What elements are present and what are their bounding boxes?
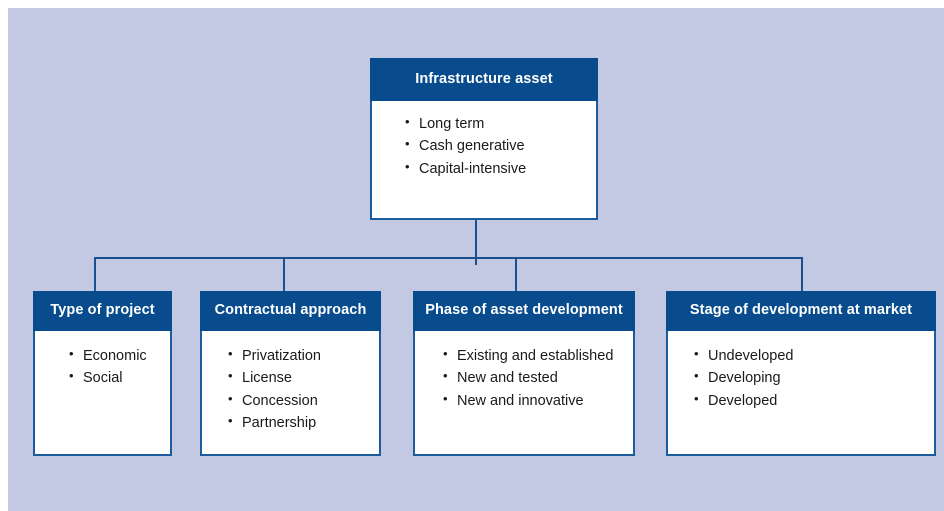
node-title: Phase of asset development — [413, 291, 635, 331]
list-item: Economic — [69, 344, 170, 367]
node-stage-of-development-at-market[interactable]: Stage of development at market Undevelop… — [666, 291, 936, 456]
connector-drop-1 — [94, 257, 96, 291]
diagram-background: Infrastructure asset Long term Cash gene… — [8, 8, 944, 511]
node-body: Economic Social — [33, 331, 172, 456]
list-item: Concession — [228, 389, 379, 412]
node-body: Long term Cash generative Capital-intens… — [370, 101, 598, 220]
list-item: Cash generative — [405, 134, 596, 157]
list-item: Developed — [694, 389, 934, 412]
node-item-list: Privatization License Concession Partner… — [202, 331, 379, 435]
connector-root-stem — [475, 212, 477, 265]
list-item: Capital-intensive — [405, 157, 596, 180]
node-type-of-project[interactable]: Type of project Economic Social — [33, 291, 172, 456]
connector-drop-4 — [801, 257, 803, 291]
node-item-list: Economic Social — [35, 331, 170, 390]
list-item: Existing and established — [443, 344, 633, 367]
node-body: Undeveloped Developing Developed — [666, 331, 936, 456]
list-item: Undeveloped — [694, 344, 934, 367]
node-item-list: Existing and established New and tested … — [415, 331, 633, 412]
node-item-list: Long term Cash generative Capital-intens… — [372, 101, 596, 180]
node-title: Infrastructure asset — [370, 58, 598, 101]
node-contractual-approach[interactable]: Contractual approach Privatization Licen… — [200, 291, 381, 456]
list-item: Social — [69, 366, 170, 389]
connector-bus — [94, 257, 803, 259]
node-infrastructure-asset[interactable]: Infrastructure asset Long term Cash gene… — [370, 58, 598, 220]
list-item: New and innovative — [443, 389, 633, 412]
node-title: Contractual approach — [200, 291, 381, 331]
node-title: Type of project — [33, 291, 172, 331]
list-item: Developing — [694, 366, 934, 389]
list-item: Privatization — [228, 344, 379, 367]
list-item: New and tested — [443, 366, 633, 389]
list-item: Long term — [405, 112, 596, 135]
list-item: License — [228, 366, 379, 389]
node-body: Privatization License Concession Partner… — [200, 331, 381, 456]
node-title: Stage of development at market — [666, 291, 936, 331]
node-body: Existing and established New and tested … — [413, 331, 635, 456]
node-phase-of-asset-development[interactable]: Phase of asset development Existing and … — [413, 291, 635, 456]
node-item-list: Undeveloped Developing Developed — [668, 331, 934, 412]
list-item: Partnership — [228, 411, 379, 434]
connector-drop-3 — [515, 257, 517, 291]
connector-drop-2 — [283, 257, 285, 291]
